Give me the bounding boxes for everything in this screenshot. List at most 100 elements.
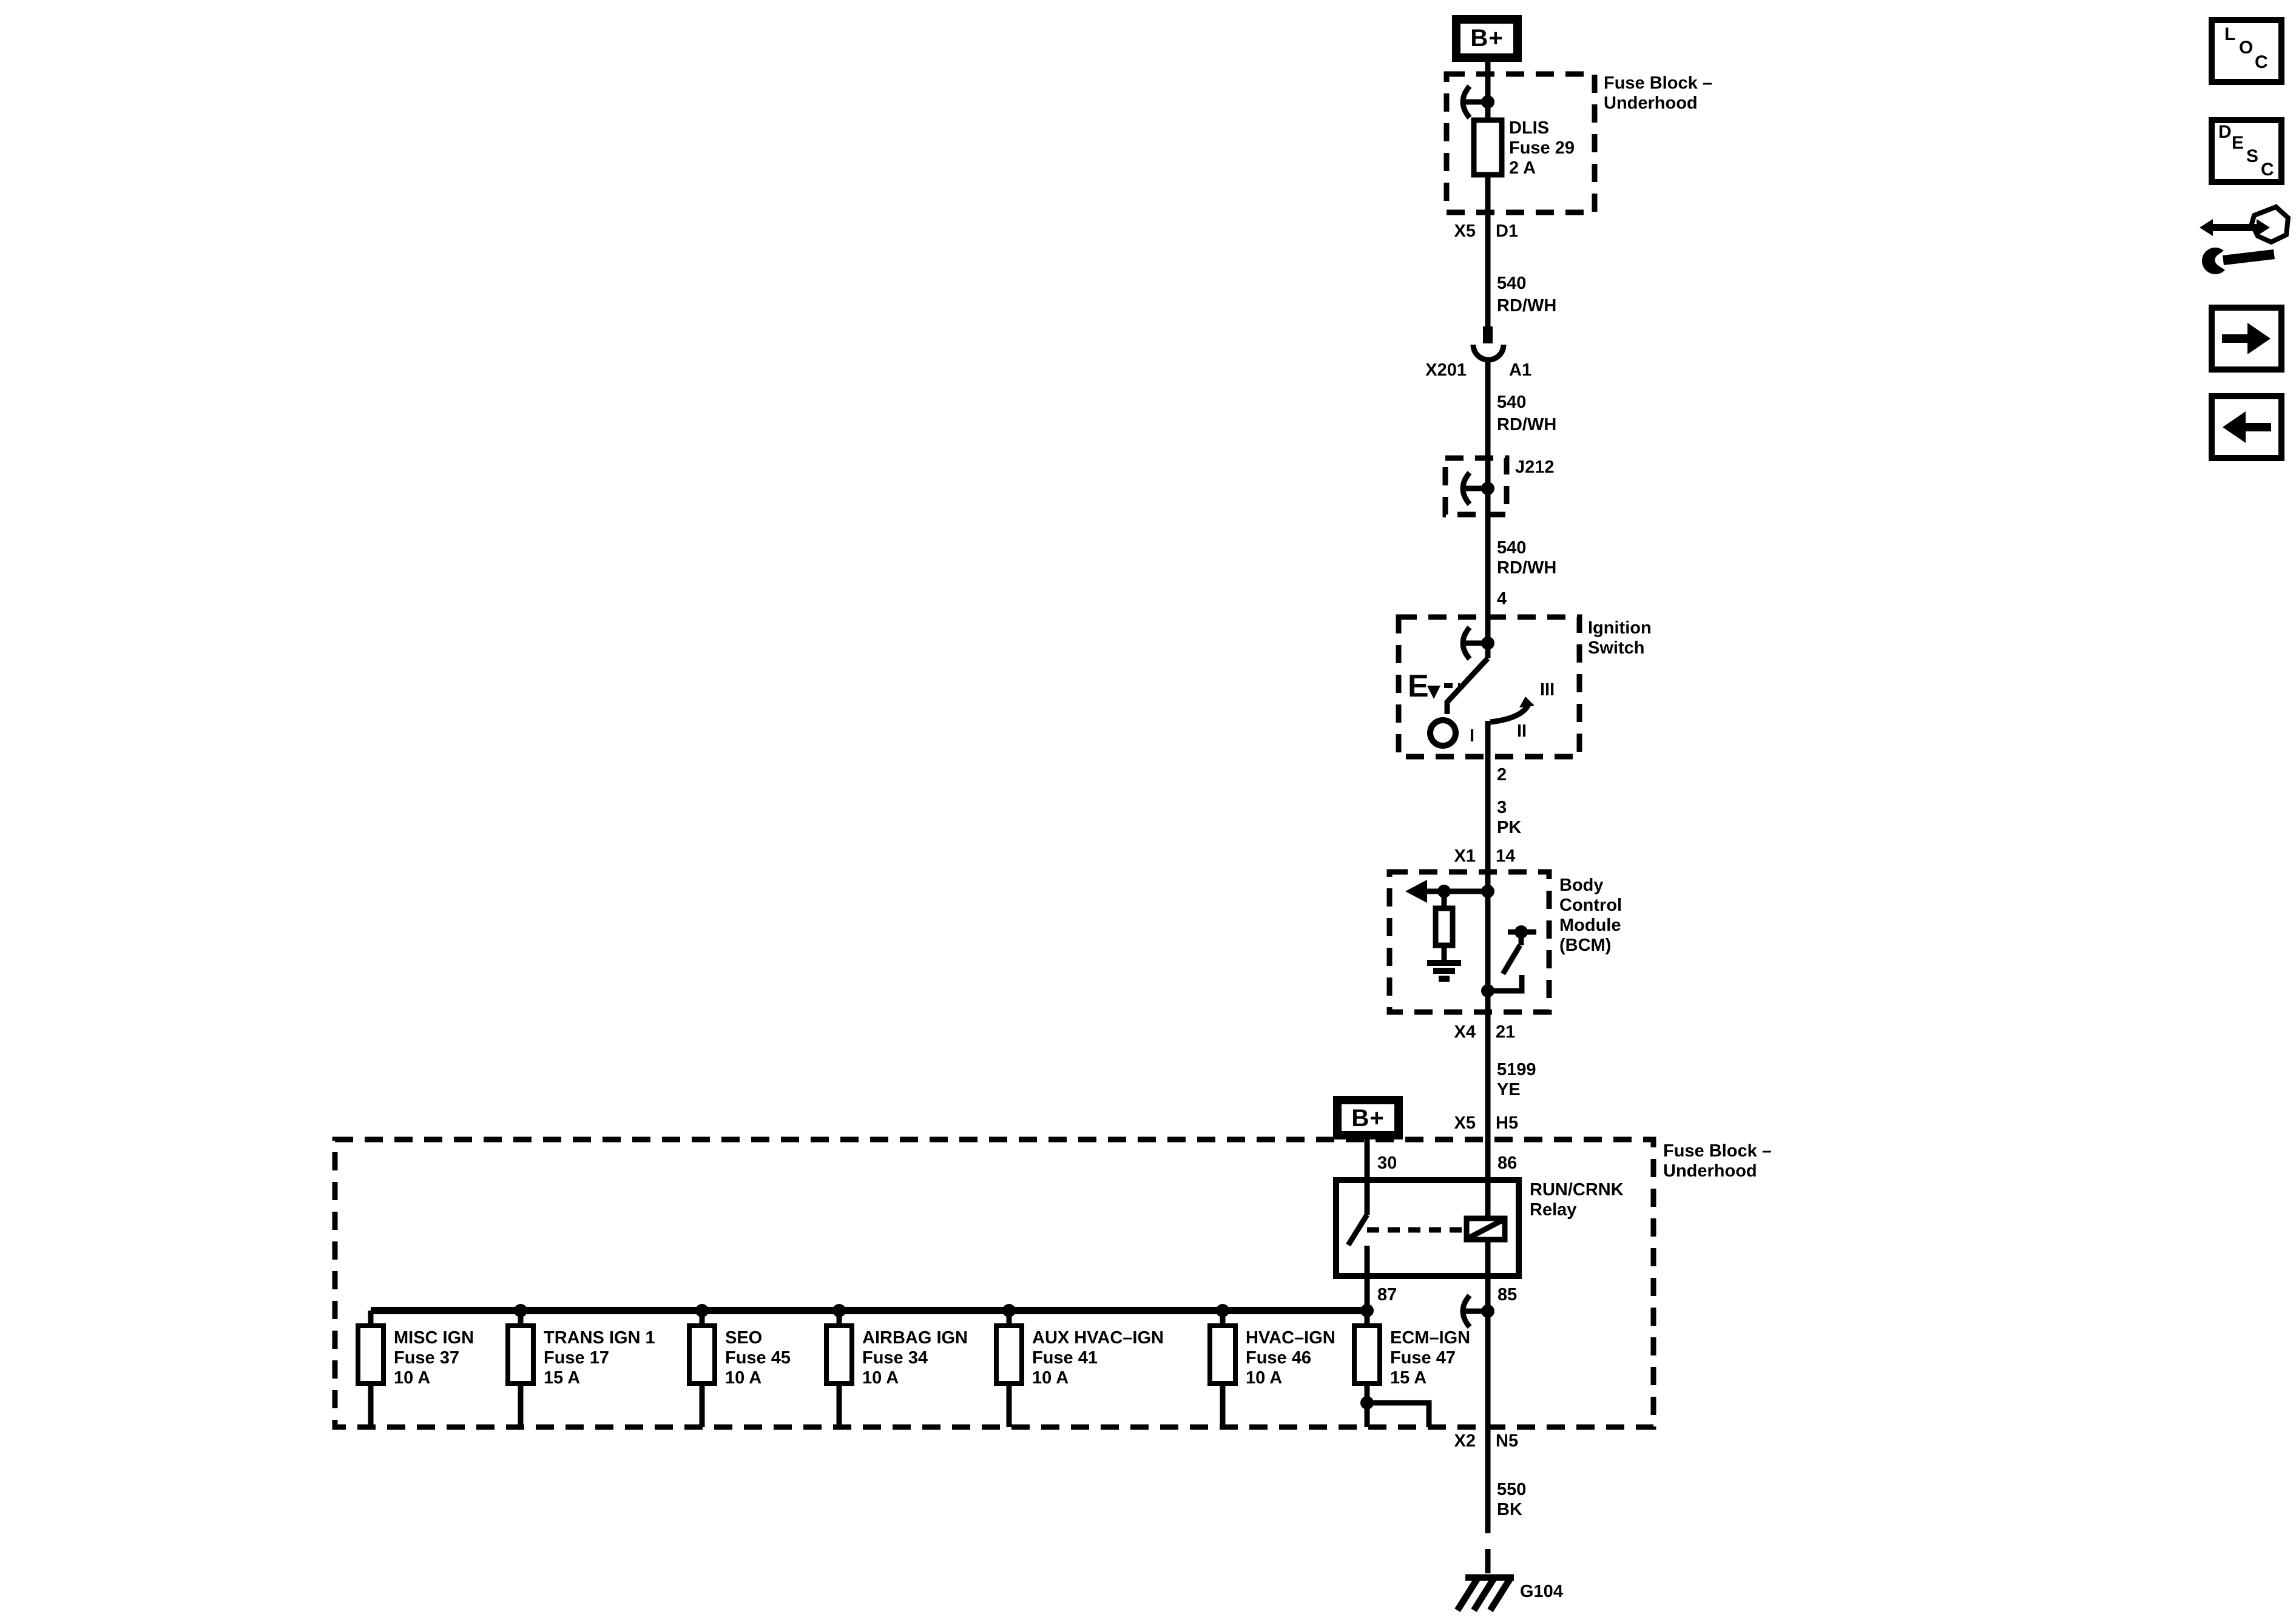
b-plus-top-label: B+	[1470, 25, 1504, 52]
key-position-i: I	[1470, 726, 1475, 746]
bcm-internals	[1405, 880, 1536, 998]
wire5-color: YE	[1497, 1080, 1521, 1099]
fuse-rating: 10 A	[725, 1368, 762, 1388]
dlis-fuse-name: DLIS	[1509, 118, 1550, 138]
wire3-color: RD/WH	[1497, 558, 1557, 578]
desc-button[interactable]: D E S C	[2209, 117, 2284, 185]
ignition-switch-symbol	[1427, 683, 1535, 749]
fuse-id: Fuse 17	[544, 1348, 609, 1368]
ground-g104-label: G104	[1520, 1582, 1563, 1601]
wire3-circuit: 540	[1497, 538, 1527, 558]
fuse-block-bottom-box	[332, 1136, 1656, 1430]
terminal-a1: A1	[1509, 360, 1532, 380]
run-crnk-relay-symbol	[1333, 1177, 1522, 1279]
key-position-ii: II	[1517, 721, 1527, 741]
desc-letter-c: C	[2261, 160, 2274, 180]
fuse-block-top-title-2: Underhood	[1604, 93, 1698, 113]
ignition-switch-blade	[1444, 656, 1490, 714]
bcm-title-3: Module	[1559, 916, 1621, 935]
fuse-rating: 10 A	[1032, 1368, 1069, 1388]
fuse-bus	[356, 1304, 1382, 1427]
connector-x4: X4	[1454, 1022, 1476, 1042]
loc-button[interactable]: L O C	[2209, 17, 2284, 85]
wire1-circuit: 540	[1497, 274, 1527, 293]
relay-pin-87: 87	[1377, 1285, 1397, 1305]
hook-j212	[1460, 471, 1494, 506]
fuse-id: Fuse 47	[1390, 1348, 1456, 1368]
fuse-block-bot-title-2: Underhood	[1663, 1161, 1757, 1181]
connector-x5-top: X5	[1454, 221, 1476, 241]
key-position-iii: III	[1540, 680, 1555, 700]
fuse-id: Fuse 37	[394, 1348, 459, 1368]
arrow-right-icon	[2222, 323, 2271, 354]
fuse-rating: 10 A	[394, 1368, 431, 1388]
power-boxes	[1333, 15, 1522, 1139]
wire2-circuit: 540	[1497, 393, 1527, 412]
fuse-id: Fuse 45	[725, 1348, 791, 1368]
fuse-rating: 10 A	[862, 1368, 899, 1388]
ignition-switch-title-1: Ignition	[1588, 618, 1652, 638]
b-plus-top-box	[1452, 15, 1522, 62]
fuse-name: AIRBAG IGN	[862, 1328, 968, 1348]
terminal-14: 14	[1496, 846, 1516, 866]
wire2-color: RD/WH	[1497, 415, 1557, 434]
fuse-block-top-title-1: Fuse Block –	[1604, 73, 1712, 93]
fuse-rating: 15 A	[544, 1368, 581, 1388]
fuse-block-bot-title-1: Fuse Block –	[1663, 1141, 1772, 1161]
relay-switch-blade	[1346, 1213, 1369, 1247]
desc-letter-e: E	[2232, 133, 2244, 153]
arrow-left-icon	[2223, 411, 2271, 443]
hook-fuse-block-top	[1460, 84, 1494, 120]
fuse-name: SEO	[725, 1328, 763, 1348]
desc-letter-d: D	[2218, 122, 2232, 142]
fuse-symbols	[356, 1323, 1382, 1386]
relay-title-2: Relay	[1530, 1200, 1577, 1220]
bcm-input-arrow	[1405, 880, 1427, 903]
connector-x1: X1	[1454, 846, 1476, 866]
wire6-circuit: 550	[1497, 1480, 1527, 1499]
relay-pin-86: 86	[1497, 1153, 1518, 1173]
fuse-id: Fuse 41	[1032, 1348, 1098, 1368]
wrench-arrows-icon	[2200, 204, 2291, 274]
fuse-name: TRANS IGN 1	[544, 1328, 655, 1348]
fuse-id: Fuse 34	[862, 1348, 928, 1368]
loc-letter-c: C	[2255, 52, 2268, 72]
relay-title-1: RUN/CRNK	[1530, 1180, 1624, 1200]
terminal-h5: H5	[1496, 1113, 1519, 1133]
relay-outline	[1333, 1177, 1522, 1279]
ground-symbol	[1454, 1574, 1514, 1612]
wire4-circuit: 3	[1497, 798, 1507, 817]
key-position-arrow	[1427, 686, 1440, 699]
connector-x2: X2	[1454, 1431, 1476, 1451]
rotation-arc	[1490, 703, 1531, 725]
loc-letter-l: L	[2224, 24, 2236, 44]
loc-letter-o: O	[2239, 38, 2254, 58]
wire1-color: RD/WH	[1497, 296, 1557, 316]
bcm-signal-ground	[1427, 960, 1461, 982]
terminal-d1: D1	[1496, 221, 1519, 241]
dlis-fuse-rating: 2 A	[1509, 158, 1536, 178]
hook-ignition	[1460, 626, 1494, 661]
dlis-fuse-symbol	[1471, 117, 1505, 178]
connector-hooks	[1460, 84, 1494, 1329]
back-page-button[interactable]	[2209, 393, 2284, 461]
key-position-e: E	[1408, 669, 1429, 704]
hook-relay-85	[1460, 1294, 1494, 1329]
j212-splice-box	[1442, 455, 1510, 518]
repair-info-button[interactable]	[2200, 203, 2291, 285]
terminal-n5: N5	[1496, 1431, 1519, 1451]
desc-letter-s: S	[2246, 146, 2259, 166]
ignition-switch-title-2: Switch	[1588, 638, 1645, 658]
wire4-color: PK	[1497, 818, 1522, 837]
fuse-name: AUX HVAC–IGN	[1032, 1328, 1164, 1348]
relay-pin-30: 30	[1377, 1153, 1397, 1173]
dashed-boxes	[332, 71, 1656, 1430]
wire6-color: BK	[1497, 1500, 1522, 1519]
next-page-button[interactable]	[2209, 305, 2284, 373]
bcm-switch-blade	[1501, 932, 1524, 976]
x201-socket	[1470, 344, 1507, 363]
rotation-arrowhead	[1519, 697, 1535, 707]
fuse-name: MISC IGN	[394, 1328, 474, 1348]
